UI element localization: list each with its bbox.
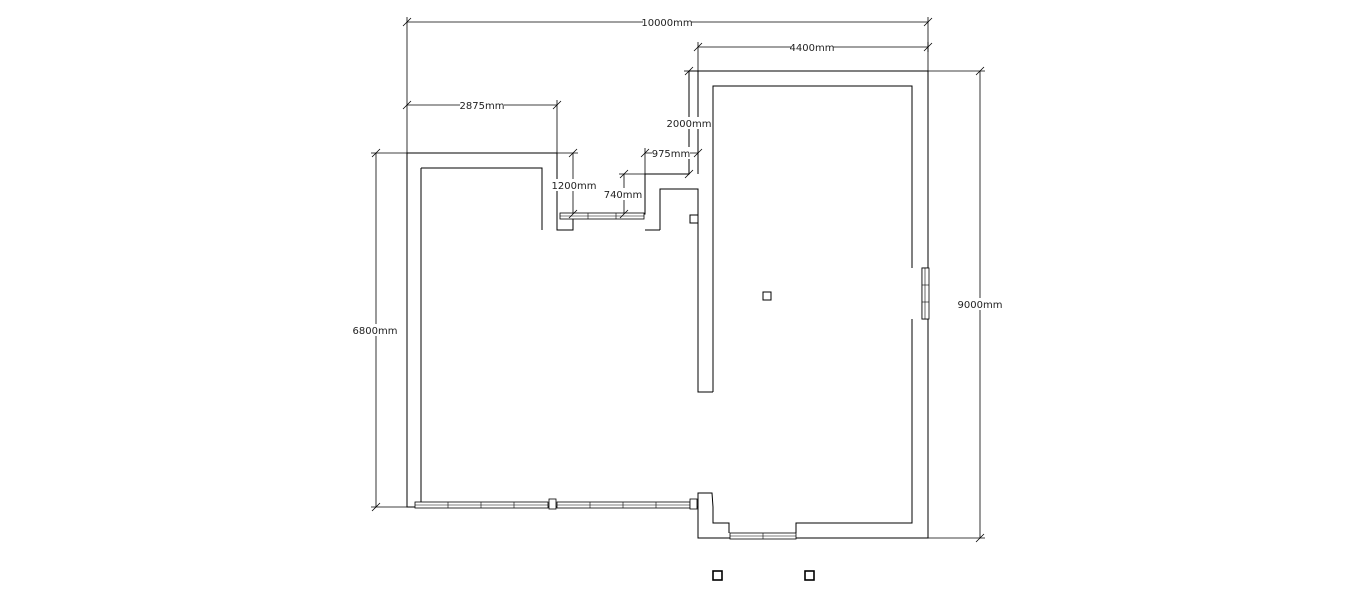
label-left-block-width: 2875mm xyxy=(460,101,505,112)
right-room-inner-wall-lower xyxy=(795,319,913,533)
outer-wall-outline xyxy=(406,70,929,539)
right-room-bottom-jog xyxy=(697,492,730,533)
window-mullion xyxy=(548,498,557,510)
label-overall-height: 9000mm xyxy=(958,300,1003,311)
left-room-inner-wall xyxy=(421,167,543,230)
center-marker xyxy=(762,291,772,301)
walls xyxy=(406,70,929,539)
window-right-side xyxy=(921,267,930,320)
dimension-lines xyxy=(371,17,985,543)
outside-marker-left xyxy=(712,570,723,581)
partition-wall xyxy=(659,188,713,393)
label-corridor-width: 975mm xyxy=(652,149,691,160)
markers xyxy=(689,214,815,581)
label-upper-step-height: 2000mm xyxy=(667,119,712,130)
label-right-block-width: 4400mm xyxy=(790,43,835,54)
label-notch-depth: 1200mm xyxy=(552,181,597,192)
windows xyxy=(414,212,930,540)
wall-marker xyxy=(689,214,699,224)
label-overall-width: 10000mm xyxy=(641,18,692,29)
right-room-inner-wall xyxy=(712,85,913,392)
dim-window-recess-depth xyxy=(619,169,645,219)
window-top xyxy=(559,212,645,220)
window-bottom-left-a xyxy=(414,501,549,509)
window-bottom-left-b xyxy=(556,501,691,509)
dim-overall-width xyxy=(402,17,933,153)
label-left-height: 6800mm xyxy=(353,326,398,337)
window-bottom-right xyxy=(729,532,797,540)
window-end-post xyxy=(689,498,698,510)
outside-marker-right xyxy=(804,570,815,581)
dimension-labels: 10000mm 4400mm 2875mm 2000mm 975mm 1200m… xyxy=(353,16,1003,337)
label-window-recess-depth: 740mm xyxy=(604,190,643,201)
